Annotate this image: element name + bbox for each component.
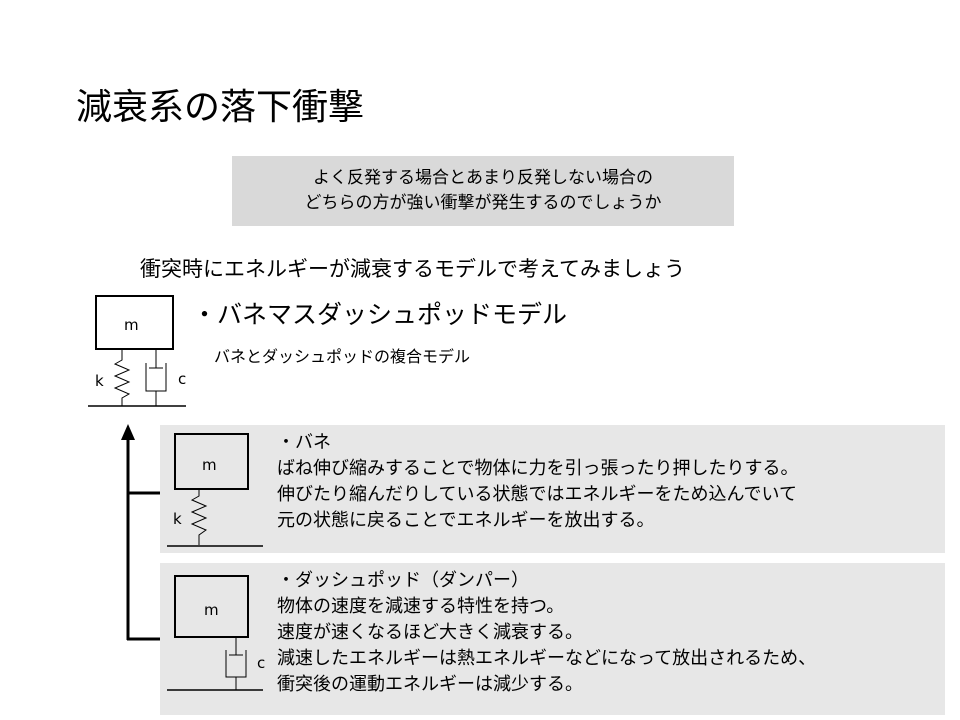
arrow-head bbox=[121, 424, 135, 440]
model-heading: ・バネマスダッシュポッドモデル bbox=[192, 300, 568, 329]
question-line: よく反発する場合とあまり反発しない場合の bbox=[313, 168, 653, 188]
question-line: どちらの方が強い衝撃が発生するのでしょうか bbox=[304, 193, 662, 213]
slide-title: 減衰系の落下衝撃 bbox=[76, 87, 365, 128]
model-subheading: バネとダッシュポッドの複合モデル bbox=[214, 347, 471, 366]
mass-label: m bbox=[124, 316, 139, 334]
spring-panel bbox=[160, 425, 945, 553]
spring-label: k bbox=[173, 510, 182, 528]
mass-block bbox=[174, 433, 249, 490]
question-box: よく反発する場合とあまり反発しない場合の どちらの方が強い衝撃が発生するのでしょ… bbox=[232, 156, 734, 226]
damper-line: 物体の速度を減速する特性を持つ。 bbox=[277, 596, 565, 617]
spring-line: ばね伸び縮みすることで物体に力を引っ張ったり押したりする。 bbox=[277, 458, 799, 479]
mass-block bbox=[95, 295, 174, 350]
spring-model-diagram bbox=[167, 433, 263, 547]
damper-description: ・ダッシュポッド（ダンパー） 物体の速度を減速する特性を持つ。 速度が速くなるほ… bbox=[277, 568, 816, 698]
damper-label: c bbox=[178, 370, 187, 388]
damper-line: 衝突後の運動エネルギーは減少する。 bbox=[277, 674, 583, 695]
combined-model-diagram bbox=[88, 295, 186, 407]
spring-symbol bbox=[190, 489, 208, 545]
mass-label: m bbox=[204, 601, 219, 619]
intro-text: 衝突時にエネルギーが減衰するモデルで考えてみましょう bbox=[140, 257, 685, 281]
damper-model-diagram bbox=[167, 575, 263, 691]
damper-line: 速度が速くなるほど大きく減衰する。 bbox=[277, 622, 583, 643]
spring-line: 元の状態に戻ることでエネルギーを放出する。 bbox=[277, 510, 655, 531]
spring-label: k bbox=[95, 372, 104, 390]
spring-line: 伸びたり縮んだりしている状態ではエネルギーをため込んでいて bbox=[277, 484, 798, 505]
damper-line: ・ダッシュポッド（ダンパー） bbox=[277, 570, 529, 591]
spring-description: ・バネ ばね伸び縮みすることで物体に力を引っ張ったり押したりする。 伸びたり縮ん… bbox=[277, 430, 798, 534]
decomposition-arrow bbox=[121, 424, 160, 641]
spring-symbol bbox=[113, 349, 131, 406]
damper-line: 減速したエネルギーは熱エネルギーなどになって放出されるため、 bbox=[277, 648, 817, 669]
mass-label: m bbox=[202, 456, 217, 474]
damper-panel bbox=[160, 563, 945, 715]
damper-label: c bbox=[257, 654, 266, 672]
mass-block bbox=[174, 575, 249, 638]
spring-line: ・バネ bbox=[277, 432, 331, 453]
